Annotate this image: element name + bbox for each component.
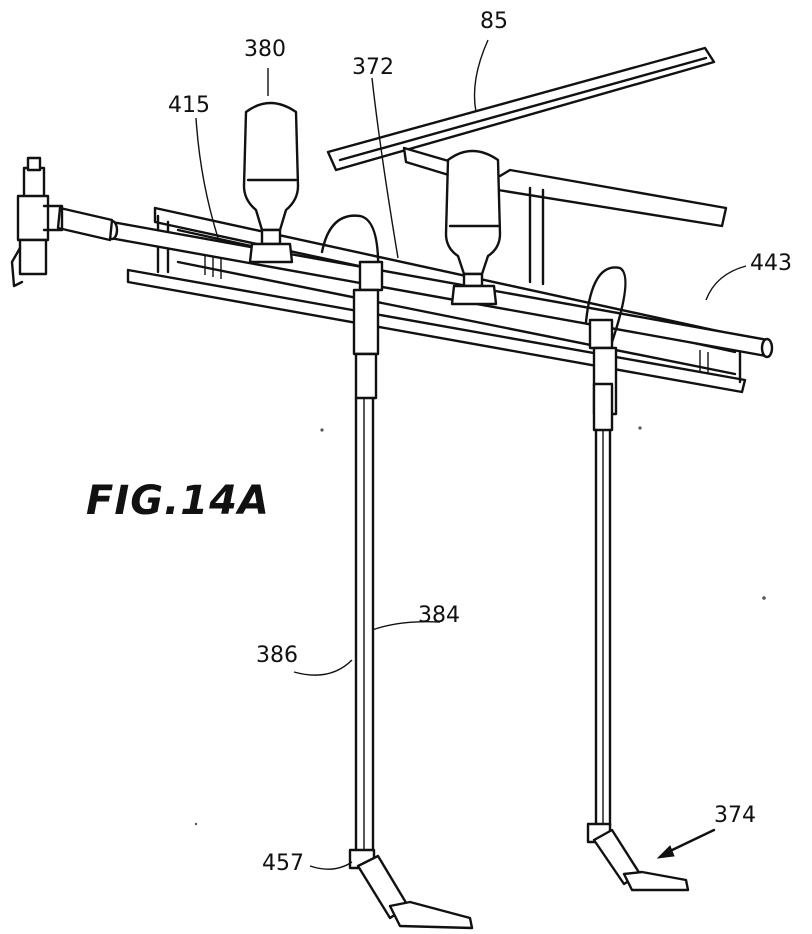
label-384: 384 <box>418 603 460 628</box>
label-415: 415 <box>168 93 210 118</box>
label-374: 374 <box>714 803 756 828</box>
inlet-valve <box>10 156 64 288</box>
probe-tube-left <box>348 260 474 930</box>
label-386: 386 <box>256 643 298 668</box>
hose-right <box>584 266 627 344</box>
fluid-bottle-left <box>242 101 300 264</box>
leader-lines <box>195 39 747 870</box>
hose-left <box>320 214 380 278</box>
channel-beam <box>126 206 752 394</box>
label-372: 372 <box>352 55 394 80</box>
label-380: 380 <box>244 37 286 62</box>
figure-title: FIG.14A <box>86 478 270 524</box>
overhead-support-rail <box>326 46 728 286</box>
label-457: 457 <box>262 851 304 876</box>
label-85: 85 <box>480 9 508 34</box>
probe-tube-right <box>586 318 690 892</box>
fluid-bottle-right <box>444 149 502 306</box>
label-443: 443 <box>750 251 792 276</box>
